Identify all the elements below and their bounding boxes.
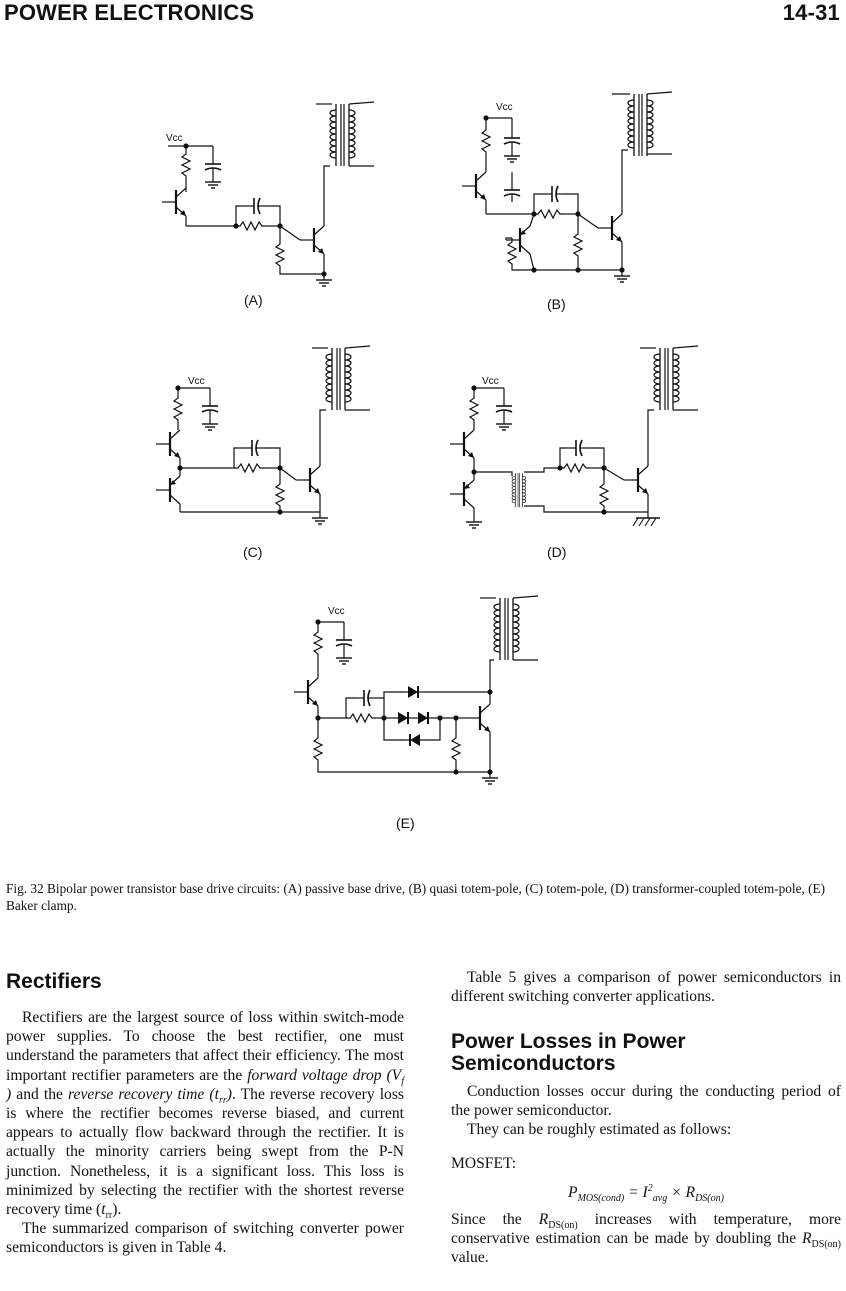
circuit-a-passive-base-drive: Vcc bbox=[148, 94, 388, 294]
panel-label-c: (C) bbox=[243, 544, 263, 560]
formula-i-sup: 2 bbox=[647, 1182, 653, 1194]
table5-paragraph: Table 5 gives a comparison of power semi… bbox=[451, 969, 841, 1006]
formula-r: × R bbox=[667, 1183, 696, 1201]
page-number: 14-31 bbox=[782, 0, 840, 25]
vcc-label: Vcc bbox=[482, 376, 499, 387]
formula-p-sub: MOS(cond) bbox=[577, 1192, 625, 1204]
mosfet-label: MOSFET: bbox=[451, 1154, 517, 1172]
symbol-rdson-sub: DS(on) bbox=[548, 1220, 578, 1232]
symbol-trr-2-sub: rr bbox=[105, 1210, 113, 1222]
running-header-section: POWER ELECTRONICS bbox=[4, 0, 255, 25]
estimate-paragraph: They can be roughly estimated as follows… bbox=[467, 1121, 732, 1139]
term-reverse-recovery-time: reverse recovery time bbox=[68, 1085, 205, 1103]
heading-rectifiers: Rectifiers bbox=[6, 970, 102, 993]
left-column: Rectifiers are the largest source of los… bbox=[6, 1008, 404, 1258]
symbol-trr: (t bbox=[204, 1085, 219, 1103]
vcc-label: Vcc bbox=[328, 606, 345, 617]
symbol-rdson-2-sub: DS(on) bbox=[811, 1239, 841, 1251]
text-run: . The reverse recovery loss is where the… bbox=[6, 1085, 404, 1219]
heading-power-losses: Power Losses in Power Semiconductors bbox=[451, 1030, 686, 1075]
formula-r-sub: DS(on) bbox=[695, 1192, 724, 1204]
vcc-label: Vcc bbox=[166, 133, 183, 144]
text-run: ). bbox=[112, 1201, 122, 1219]
rectifiers-paragraph-2: The summarized comparison of switching c… bbox=[6, 1220, 404, 1257]
right-column-intro: Table 5 gives a comparison of power semi… bbox=[451, 968, 841, 1006]
panel-label-b: (B) bbox=[547, 296, 566, 312]
text-run: and the bbox=[11, 1085, 69, 1103]
symbol-rdson-2: R bbox=[802, 1230, 812, 1248]
vcc-label: Vcc bbox=[496, 102, 513, 113]
symbol-rdson: R bbox=[538, 1211, 549, 1229]
symbol-trr-sub: rr bbox=[218, 1094, 227, 1106]
formula-i-sub: avg bbox=[652, 1192, 668, 1204]
right-column-body: Conduction losses occur during the condu… bbox=[451, 1082, 841, 1268]
symbol-vf: (V bbox=[381, 1066, 402, 1084]
circuit-b-quasi-totem-pole: Vcc bbox=[452, 90, 692, 300]
formula-p: P bbox=[568, 1183, 578, 1201]
text-run: Since the bbox=[451, 1211, 539, 1229]
circuit-e-baker-clamp: Vcc bbox=[280, 594, 560, 804]
symbol-trr-close: ) bbox=[226, 1085, 232, 1103]
formula-i: = I bbox=[624, 1183, 648, 1201]
mosfet-conduction-formula: PMOS(cond) = I2avg × RDS(on) bbox=[451, 1182, 841, 1204]
rdson-paragraph: Since the RDS(on) increases with tempera… bbox=[451, 1210, 841, 1268]
circuit-d-transformer-coupled-totem-pole: Vcc bbox=[442, 340, 702, 540]
panel-label-a: (A) bbox=[244, 292, 263, 308]
text-run: value. bbox=[451, 1249, 489, 1267]
text-run: Rectifiers are the largest source of los… bbox=[6, 1009, 404, 1084]
symbol-trr-2: t bbox=[101, 1201, 106, 1219]
symbol-vf-sub: f bbox=[401, 1075, 404, 1087]
panel-label-d: (D) bbox=[547, 544, 567, 560]
circuit-c-totem-pole: Vcc bbox=[148, 340, 388, 540]
panel-label-e: (E) bbox=[396, 815, 415, 831]
conduction-losses-paragraph: Conduction losses occur during the condu… bbox=[451, 1083, 841, 1120]
figure-caption: Fig. 32 Bipolar power transistor base dr… bbox=[6, 881, 826, 913]
term-forward-voltage-drop: forward voltage drop bbox=[247, 1066, 382, 1084]
vcc-label: Vcc bbox=[188, 376, 205, 387]
rectifiers-paragraph-1: Rectifiers are the largest source of los… bbox=[6, 1008, 404, 1222]
symbol-vf-close: ) bbox=[6, 1085, 12, 1103]
text-run: increases with temperature, more conserv… bbox=[451, 1211, 841, 1248]
